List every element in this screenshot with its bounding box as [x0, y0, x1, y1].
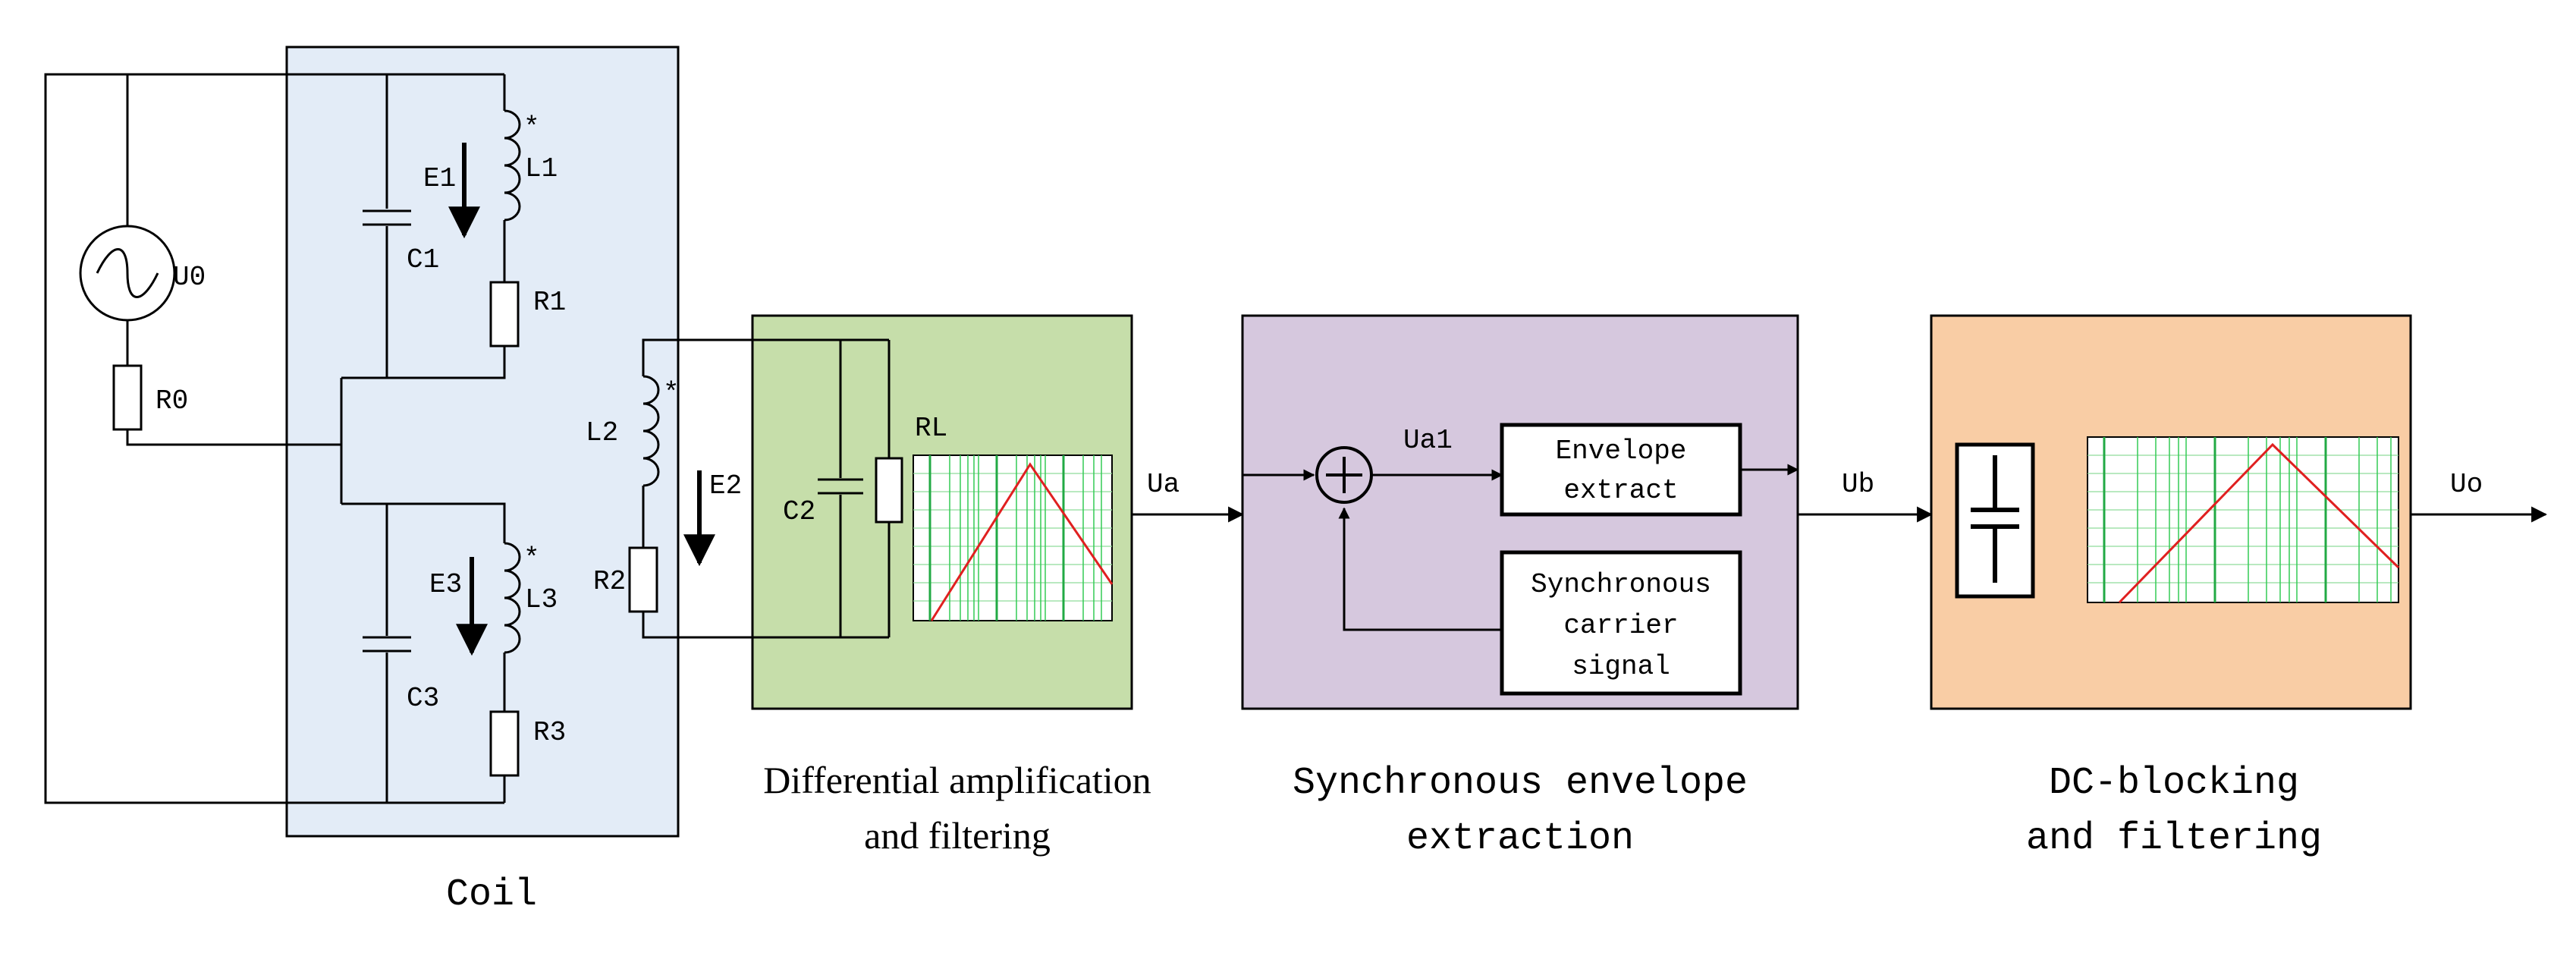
- r2-label: R2: [593, 566, 626, 597]
- l2-dot: *: [663, 378, 680, 409]
- envelope-panel: Ua1 Envelope extract Synchronous carrier…: [1241, 314, 1799, 860]
- c2-label: C2: [783, 496, 815, 527]
- coil-panel-background: [285, 46, 680, 838]
- envelope-label-line2: extract: [1563, 475, 1678, 506]
- l3-dot: *: [523, 543, 540, 574]
- carrier-signal-block: [1500, 550, 1742, 696]
- source-branch: U0 R0: [44, 73, 504, 804]
- resistor-icon: [489, 710, 520, 777]
- ac-source-icon: [79, 225, 176, 322]
- bandpass-graph-icon: [913, 454, 1114, 621]
- capacitor-icon: [363, 636, 411, 653]
- r1-label: R1: [533, 287, 566, 318]
- resistor-icon: [875, 457, 903, 524]
- ub-label: Ub: [1842, 469, 1874, 500]
- carrier-feedback-wire: [1338, 507, 1502, 631]
- inductor-icon: [642, 375, 660, 487]
- capacitor-icon: [818, 478, 863, 495]
- coil-caption: Coil: [446, 873, 537, 917]
- capacitor-icon: [363, 209, 411, 226]
- amp-caption-line2: and filtering: [864, 814, 1051, 857]
- c3-label: C3: [407, 683, 439, 714]
- e3-label: E3: [429, 569, 462, 600]
- rl-label: RL: [915, 413, 947, 444]
- env-caption-line1: Synchronous envelope: [1293, 762, 1748, 805]
- lower-branch: C3 * L3 R3 E3: [341, 502, 566, 803]
- l2-label: L2: [586, 417, 618, 448]
- e1-label: E1: [423, 163, 456, 194]
- l3-wire-top: [341, 502, 506, 543]
- bandpass-graph-icon: [2087, 436, 2400, 604]
- resistor-icon: [112, 364, 143, 431]
- env-caption-line2: extraction: [1406, 817, 1634, 860]
- source-wire-bottom: [126, 429, 341, 446]
- source-label: U0: [173, 262, 206, 293]
- carrier-label-line1: Synchronous: [1531, 569, 1711, 600]
- amp-panel: C2 RL: [751, 314, 1151, 857]
- carrier-label-line2: carrier: [1563, 610, 1678, 641]
- amp-caption-line1: Differential amplification: [763, 759, 1151, 801]
- c1-label: C1: [407, 244, 439, 275]
- r1-wire-bottom: [341, 346, 506, 379]
- ua1-label: Ua1: [1403, 425, 1453, 456]
- resistor-icon: [628, 546, 658, 613]
- r0-label: R0: [156, 385, 188, 417]
- coil-panel: Coil: [285, 46, 680, 917]
- envelope-label-line1: Envelope: [1556, 436, 1687, 467]
- inductor-icon: [504, 109, 521, 222]
- capacitor-icon: [1955, 442, 2035, 599]
- l1-dot: *: [523, 112, 540, 143]
- l3-label: L3: [525, 584, 558, 615]
- l1-label: L1: [525, 153, 558, 184]
- r3-label: R3: [533, 717, 566, 748]
- e2-label: E2: [709, 470, 742, 502]
- dc-caption-line1: DC-blocking: [2049, 762, 2299, 805]
- upper-branch: C1 * L1 R1 E1: [341, 74, 566, 379]
- ua-label: Ua: [1147, 469, 1180, 500]
- outer-loop-wire: [44, 73, 504, 804]
- carrier-label-line3: signal: [1572, 651, 1670, 682]
- uo-label: Uo: [2450, 469, 2483, 500]
- inductor-icon: [504, 542, 521, 654]
- dc-caption-line2: and filtering: [2026, 817, 2322, 860]
- dc-panel: DC-blocking and filtering: [1930, 314, 2412, 860]
- resistor-icon: [489, 281, 520, 348]
